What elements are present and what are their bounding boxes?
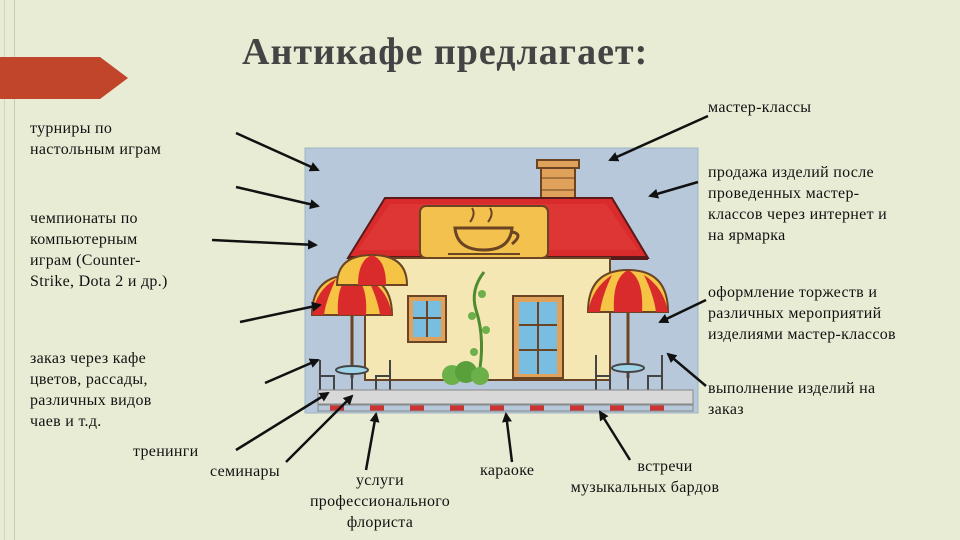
label-line: чемпионаты по	[30, 208, 168, 229]
label-cafe-order: заказ через кафе цветов, рассады, различ…	[30, 348, 152, 432]
label-bards: встречи музыкальных бардов	[540, 456, 750, 498]
arrow-karaoke	[506, 414, 512, 462]
label-line: профессионального	[290, 491, 470, 512]
label-line: проведенных мастер-	[708, 183, 887, 204]
label-line: флориста	[290, 512, 470, 533]
arrow-trainings	[236, 393, 328, 450]
label-tournaments: турниры по настольным играм	[30, 118, 161, 160]
label-seminars: семинары	[210, 461, 280, 482]
label-line: изделиями мастер-классов	[708, 324, 896, 345]
label-decoration: оформление торжеств и различных мероприя…	[708, 282, 896, 345]
label-line: различных видов	[30, 390, 152, 411]
label-line: настольным играм	[30, 139, 161, 160]
label-line: услуги	[290, 470, 470, 491]
label-line: встречи	[540, 456, 750, 477]
label-line: компьютерным	[30, 229, 168, 250]
label-line: различных мероприятий	[708, 303, 896, 324]
label-line: заказ	[708, 399, 875, 420]
label-sales: продажа изделий после проведенных мастер…	[708, 162, 887, 246]
label-trainings: тренинги	[133, 441, 199, 462]
label-line: цветов, рассады,	[30, 369, 152, 390]
chimney-icon	[541, 166, 575, 202]
label-line: музыкальных бардов	[540, 477, 750, 498]
label-line: выполнение изделий на	[708, 378, 875, 399]
label-line: оформление торжеств и	[708, 282, 896, 303]
arrow-championships-2	[212, 240, 316, 245]
label-masterclasses: мастер-классы	[708, 97, 811, 118]
curb-stripes	[330, 405, 664, 411]
label-florist: услуги профессионального флориста	[290, 470, 470, 533]
label-line: турниры по	[30, 118, 161, 139]
label-championships: чемпионаты по компьютерным играм (Counte…	[30, 208, 168, 292]
label-custom-work: выполнение изделий на заказ	[708, 378, 875, 420]
label-line: чаев и т.д.	[30, 411, 152, 432]
label-line: Strike, Dota 2 и др.)	[30, 271, 168, 292]
label-line: продажа изделий после	[708, 162, 887, 183]
label-line: заказ через кафе	[30, 348, 152, 369]
arrow-florist	[366, 414, 376, 470]
arrow-bards	[600, 412, 630, 460]
label-line: классов через интернет и	[708, 204, 887, 225]
sidewalk	[318, 390, 693, 404]
label-line: на ярмарка	[708, 225, 887, 246]
label-line: играм (Counter-	[30, 250, 168, 271]
label-karaoke: караоке	[480, 460, 534, 481]
